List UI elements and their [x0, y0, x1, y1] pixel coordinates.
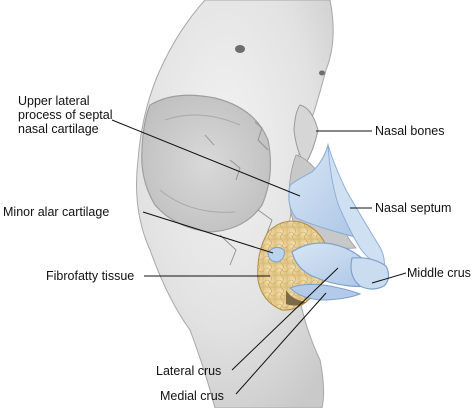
label-nasal-bones: Nasal bones [375, 124, 445, 138]
supraorbital-foramen [235, 45, 245, 53]
leader-middle-crus [371, 272, 407, 284]
orbit [141, 94, 272, 233]
medial-crus-cartilage [289, 283, 362, 301]
label-minor-alar-cartilage: Minor alar cartilage [3, 205, 110, 219]
leader-minor-alar [142, 211, 274, 254]
nostril [286, 290, 306, 306]
small-foramen [319, 70, 325, 76]
leader-medial-crus [235, 292, 327, 395]
label-lateral-crus: Lateral crus [156, 364, 222, 378]
label-middle-crus: Middle crus [407, 266, 471, 280]
label-nasal-septum: Nasal septum [375, 201, 452, 215]
label-upper-lateral-process: Upper lateral process of septal nasal ca… [18, 94, 113, 136]
leader-upper-lateral [111, 119, 301, 197]
leader-lines [111, 119, 407, 395]
minor-alar-cartilage [267, 246, 285, 263]
leader-lateral-crus [231, 267, 339, 371]
label-medial-crus: Medial crus [160, 389, 224, 403]
label-fibrofatty-tissue: Fibrofatty tissue [46, 269, 135, 283]
